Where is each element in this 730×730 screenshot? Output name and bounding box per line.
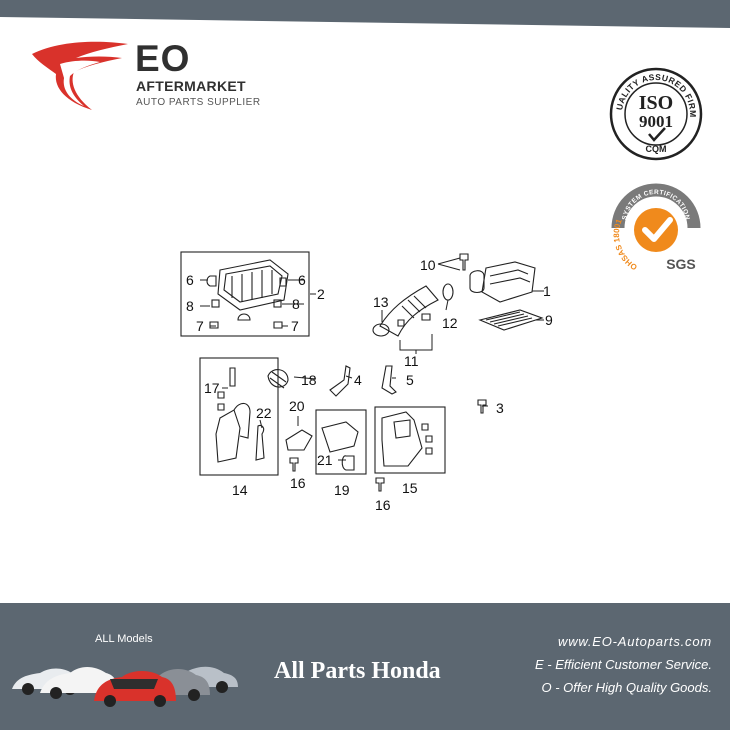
footer: ALL Models All Parts Honda www.EO-Autopa… — [0, 603, 730, 730]
brand-tagline: AFTERMARKET — [136, 78, 246, 94]
sgs-ohsas-seal-icon: SYSTEM CERTIFICATION OHSAS 18001 SGS — [611, 183, 701, 272]
callout-5: 5 — [406, 372, 414, 388]
callout-12: 12 — [442, 315, 458, 331]
part-chamber — [381, 411, 423, 467]
car-lineup-icon — [12, 666, 238, 707]
sgs-name-text: SGS — [666, 256, 696, 272]
callout-15: 15 — [402, 480, 418, 496]
group-box-19 — [315, 409, 367, 475]
footer-slogan-1: E - Efficient Customer Service. — [535, 657, 712, 672]
iso-number-text: 9001 — [639, 112, 673, 131]
callout-9: 9 — [545, 312, 553, 328]
callout-6-left: 6 — [186, 272, 194, 288]
callout-10: 10 — [420, 257, 436, 273]
part-filter — [478, 309, 544, 331]
callout-17: 17 — [204, 380, 220, 396]
iso-mark-text: CQM — [646, 144, 667, 154]
callout-7-right: 7 — [291, 318, 299, 334]
callout-2: 2 — [317, 286, 325, 302]
callout-7-left: 7 — [196, 318, 204, 334]
callout-14: 14 — [232, 482, 248, 498]
callouts: 1 2 3 4 5 6 6 7 7 8 8 9 10 11 12 13 14 1… — [186, 257, 553, 513]
callout-16-right: 16 — [375, 497, 391, 513]
brand-logo: EO AFTERMARKET AUTO PARTS SUPPLIER — [30, 38, 290, 113]
callout-1: 1 — [543, 283, 551, 299]
callout-4: 4 — [354, 372, 362, 388]
callout-8-left: 8 — [186, 298, 194, 314]
part-housing-lower — [217, 259, 289, 311]
eo-wing-logo-icon — [32, 41, 128, 111]
parts-diagram: 1 2 3 4 5 6 6 7 7 8 8 9 10 11 12 13 14 1… — [180, 251, 553, 513]
callout-3: 3 — [496, 400, 504, 416]
footer-slogan-2: O - Offer High Quality Goods. — [541, 680, 712, 695]
callout-19: 19 — [334, 482, 350, 498]
callout-8-right: 8 — [292, 296, 300, 312]
header-bar — [0, 0, 730, 28]
callout-21: 21 — [317, 452, 333, 468]
group-box-14 — [199, 357, 279, 476]
part-resonator — [215, 409, 241, 463]
group-box-2 — [180, 251, 310, 337]
callout-16-left: 16 — [290, 475, 306, 491]
callout-6-right: 6 — [298, 272, 306, 288]
brand-subtitle: AUTO PARTS SUPPLIER — [136, 97, 261, 108]
callout-22: 22 — [256, 405, 272, 421]
iso-9001-seal-icon: QUALITY ASSURED FIRM ISO 9001 CQM — [608, 66, 703, 161]
callout-18: 18 — [301, 372, 317, 388]
part-intake-hose — [379, 285, 439, 337]
callout-13: 13 — [373, 294, 389, 310]
group-box-15 — [374, 406, 446, 474]
callout-20: 20 — [289, 398, 305, 414]
all-models-label: ALL Models — [95, 633, 153, 645]
iso-main-text: ISO — [639, 92, 673, 114]
footer-url-link[interactable]: www.EO-Autoparts.com — [558, 634, 712, 649]
callout-11: 11 — [404, 353, 419, 369]
footer-headline: All Parts Honda — [274, 658, 441, 684]
brand-name: EO — [135, 38, 191, 79]
part-housing-upper — [481, 261, 536, 303]
